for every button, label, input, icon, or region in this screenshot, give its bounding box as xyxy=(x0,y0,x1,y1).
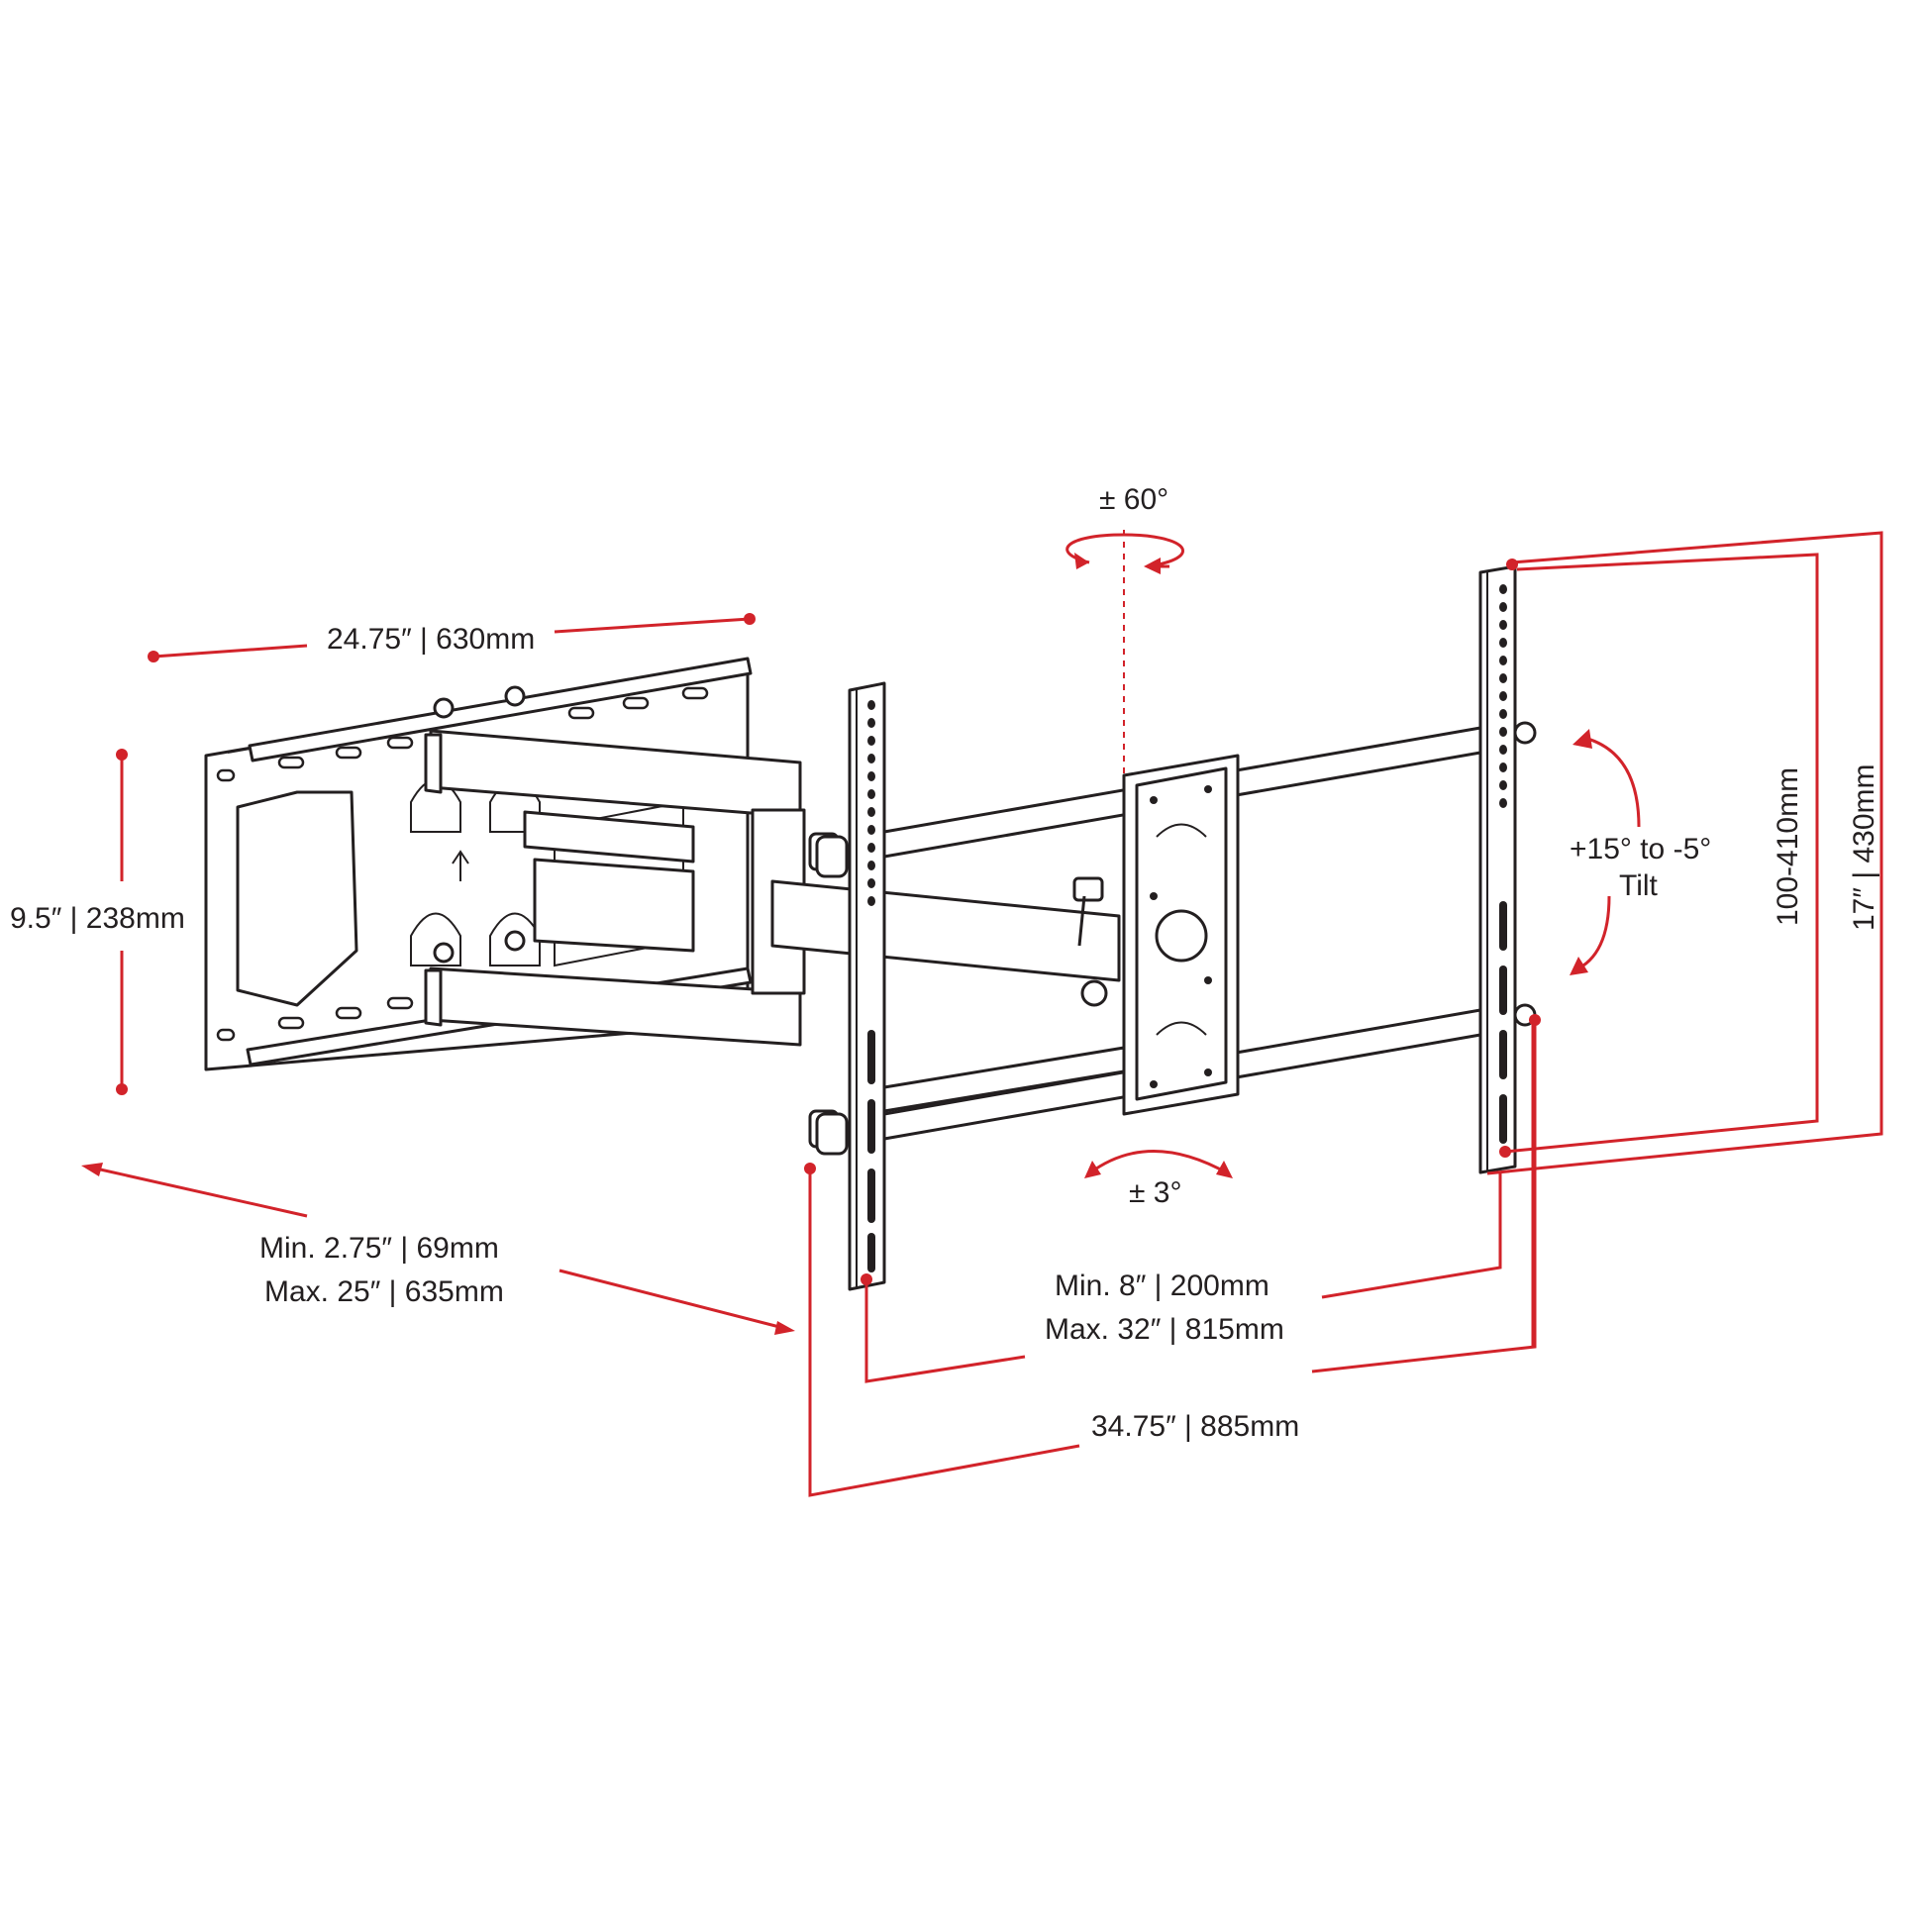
wall-plate-height-label: 9.5″ | 238mm xyxy=(10,902,185,935)
vertical-vesa-dimension xyxy=(1486,531,1883,1175)
right-bracket-holes xyxy=(1499,584,1507,1144)
vesa-min-label: Min. 8″ | 200mm xyxy=(1055,1270,1269,1302)
tilt-word-label: Tilt xyxy=(1619,869,1659,902)
swivel-label: ± 60° xyxy=(1099,483,1168,516)
left-tv-bracket xyxy=(815,681,886,1291)
dimension-labels: ± 60° 24.75″ | 630mm 9.5″ | 238mm Min. 2… xyxy=(10,483,1880,1443)
rotation-indicator xyxy=(1084,1150,1233,1178)
vesa-max-label: Max. 32″ | 815mm xyxy=(1045,1313,1284,1346)
extension-max-label: Max. 25″ | 635mm xyxy=(264,1275,504,1308)
overall-height-label: 17″ | 430mm xyxy=(1848,764,1880,932)
overall-width-dimension xyxy=(804,1014,1541,1497)
extension-dimension xyxy=(81,1163,795,1335)
vesa-vertical-label: 100-410mm xyxy=(1772,767,1804,926)
tilt-indicator xyxy=(1570,729,1641,975)
overall-width-label: 34.75″ | 885mm xyxy=(1091,1410,1299,1443)
wall-plate-width-label: 24.75″ | 630mm xyxy=(327,623,535,656)
right-tv-bracket xyxy=(1478,564,1537,1174)
wall-plate-width-dimension xyxy=(148,613,756,662)
left-bracket-holes xyxy=(867,700,875,1272)
dimension-annotations xyxy=(81,530,1883,1497)
extension-min-label: Min. 2.75″ | 69mm xyxy=(259,1232,499,1265)
center-pivot-plate xyxy=(1122,754,1240,1116)
tv-mount-illustration xyxy=(204,564,1537,1291)
horizontal-vesa-dimension xyxy=(861,1020,1537,1383)
tilt-range-label: +15° to -5° xyxy=(1570,833,1711,865)
swivel-indicator xyxy=(1065,530,1184,777)
wall-plate-height-dimension xyxy=(116,749,128,1095)
rotation-label: ± 3° xyxy=(1129,1176,1181,1209)
